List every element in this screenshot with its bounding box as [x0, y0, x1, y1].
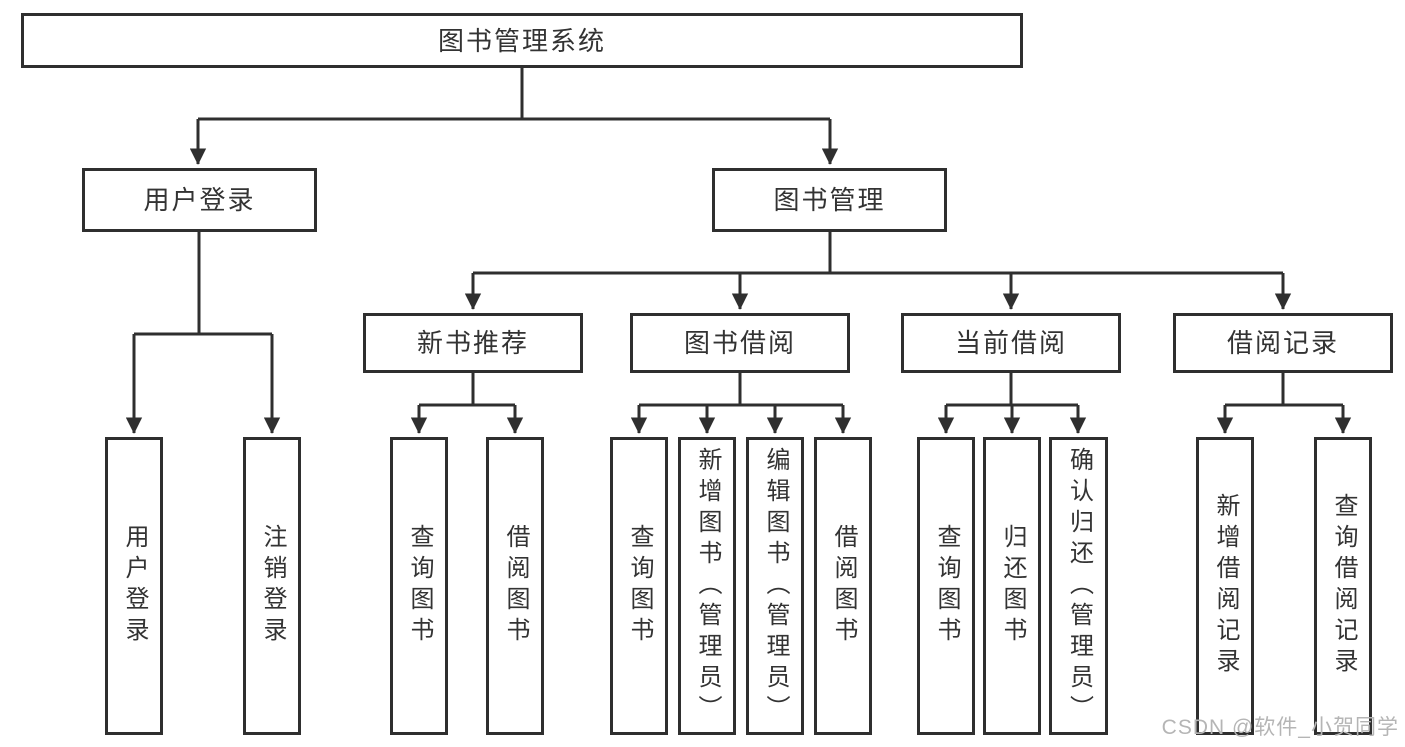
leaf-logout: 注销登录 — [243, 437, 301, 735]
node-current-borrow: 当前借阅 — [901, 313, 1121, 373]
node-book-borrow: 图书借阅 — [630, 313, 850, 373]
node-book-management: 图书管理 — [712, 168, 947, 232]
csdn-watermark: CSDN @软件_小贺同学 — [1161, 716, 1399, 739]
leaf-query-book-current: 查询图书 — [917, 437, 975, 735]
leaf-return-book: 归还图书 — [983, 437, 1041, 735]
leaf-add-book-admin: 新增图书（管理员） — [678, 437, 736, 735]
node-borrow-record: 借阅记录 — [1173, 313, 1393, 373]
leaf-confirm-return-admin: 确认归还（管理员） — [1049, 437, 1108, 735]
leaf-query-book-borrow: 查询图书 — [610, 437, 668, 735]
leaf-query-borrow-record: 查询借阅记录 — [1314, 437, 1372, 735]
node-user-login: 用户登录 — [82, 168, 317, 232]
leaf-add-borrow-record: 新增借阅记录 — [1196, 437, 1254, 735]
leaf-user-login: 用户登录 — [105, 437, 163, 735]
node-new-book-recommend: 新书推荐 — [363, 313, 583, 373]
leaf-query-book-recommend: 查询图书 — [390, 437, 448, 735]
leaf-borrow-book-recommend: 借阅图书 — [486, 437, 544, 735]
leaf-borrow-book: 借阅图书 — [814, 437, 872, 735]
node-library-system: 图书管理系统 — [21, 13, 1023, 68]
leaf-edit-book-admin: 编辑图书（管理员） — [746, 437, 804, 735]
